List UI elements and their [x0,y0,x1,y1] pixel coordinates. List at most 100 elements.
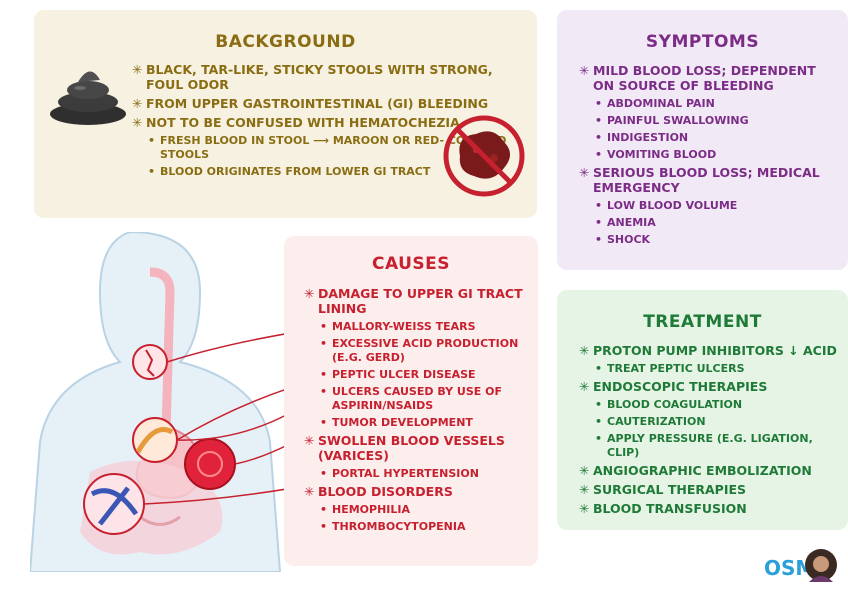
sub-bullet: • BLOOD ORIGINATES from LOWER GI TRACT [132,165,532,179]
sub-bullet: •EXCESSIVE ACID PRODUCTION (e.g. GERD) [304,337,532,365]
bullet-icon: • [595,398,603,411]
sub-bullet: • ULCERS CAUSED by USE of ASPIRIN/NSAIDs [304,385,532,413]
bullet-icon: • [320,320,328,333]
asterisk-icon: ✳ [579,63,590,78]
varices-circle [184,438,236,490]
sub-bullet: • TREAT PEPTIC ULCERS [579,362,844,376]
asterisk-icon: ✳ [579,343,590,358]
sub-bullet-text: CAUTERIZATION [607,415,706,428]
asterisk-icon: ✳ [579,463,590,478]
sub-bullet-text: HEMOPHILIA [332,503,410,516]
bullet-icon: • [320,503,328,516]
sub-bullet-text: THROMBOCYTOPENIA [332,520,466,533]
main-bullet-text: FROM UPPER GASTROINTESTINAL (GI) BLEEDIN… [146,96,489,111]
main-bullet: ✳BLOOD DISORDERS [304,484,532,499]
sub-bullet-text: PORTAL HYPERTENSION [332,467,479,480]
symptoms-list: ✳MILD BLOOD LOSS; DEPENDENT on SOURCE of… [579,63,839,250]
causes-panel: CAUSES ✳DAMAGE to UPPER GI TRACT LINING•… [284,236,538,566]
treatment-title: TREATMENT [643,312,762,332]
ulcer-circle [132,417,178,463]
asterisk-icon: ✳ [579,482,590,497]
main-bullet-text: BLOOD TRANSFUSION [593,501,747,516]
bullet-icon: • [320,416,328,429]
asterisk-icon: ✳ [304,433,315,448]
main-bullet: ✳BLACK, TAR-LIKE, STICKY STOOLS with STR… [132,62,532,92]
asterisk-icon: ✳ [579,379,590,394]
main-bullet-text: ENDOSCOPIC THERAPIES [593,379,768,394]
background-list: ✳BLACK, TAR-LIKE, STICKY STOOLS with STR… [132,62,532,182]
asterisk-icon: ✳ [132,96,143,111]
bullet-icon: • [595,415,603,428]
sub-bullet-text: TUMOR DEVELOPMENT [332,416,473,429]
main-bullet: ✳ENDOSCOPIC THERAPIES [579,379,844,394]
bullet-icon: • [320,368,328,381]
main-bullet-text: MILD BLOOD LOSS; DEPENDENT on SOURCE of … [593,63,816,93]
sub-bullet-text: BLOOD ORIGINATES from LOWER GI TRACT [160,165,431,178]
main-bullet-text: ANGIOGRAPHIC EMBOLIZATION [593,463,812,478]
main-bullet: ✳NOT to be CONFUSED with HEMATOCHEZIA [132,115,532,130]
bullet-icon: • [320,385,328,398]
bullet-icon: • [595,216,603,229]
sub-bullet: • HEMOPHILIA [304,503,532,517]
no-hematochezia-icon [443,115,525,197]
main-bullet-text: SERIOUS BLOOD LOSS; MEDICAL EMERGENCY [593,165,820,195]
bullet-icon: • [148,165,156,178]
sub-bullet: • LOW BLOOD VOLUME [579,199,839,213]
sub-bullet: • INDIGESTION [579,131,839,145]
sub-bullet: •ANEMIA [579,216,839,230]
sub-bullet-text: SHOCK [607,233,651,246]
sub-bullet-text: ULCERS CAUSED by USE of ASPIRIN/NSAIDs [332,385,502,412]
sub-bullet-text: TREAT PEPTIC ULCERS [607,362,745,375]
main-bullet: ✳PROTON PUMP INHIBITORS ↓ ACID [579,343,844,358]
main-bullet: ✳BLOOD TRANSFUSION [579,501,844,516]
bullet-icon: • [595,97,603,110]
main-bullet-text: PROTON PUMP INHIBITORS ↓ ACID [593,343,837,358]
sub-bullet: • CAUTERIZATION [579,415,844,429]
sub-bullet-text: LOW BLOOD VOLUME [607,199,738,212]
main-bullet: ✳FROM UPPER GASTROINTESTINAL (GI) BLEEDI… [132,96,532,111]
treatment-panel: TREATMENT ✳PROTON PUMP INHIBITORS ↓ ACID… [557,290,848,530]
sub-bullet: • PORTAL HYPERTENSION [304,467,532,481]
sub-bullet-text: PAINFUL SWALLOWING [607,114,749,127]
sub-bullet: • ABDOMINAL PAIN [579,97,839,111]
sub-bullet: • THROMBOCYTOPENIA [304,520,532,534]
sub-bullet: •FRESH BLOOD in STOOL ⟶ MAROON or RED- C… [132,134,532,162]
asterisk-icon: ✳ [132,115,143,130]
sub-bullet-text: EXCESSIVE ACID PRODUCTION (e.g. GERD) [332,337,519,364]
sub-bullet-text: BLOOD COAGULATION [607,398,743,411]
bullet-icon: • [595,199,603,212]
upper-gi-anatomy-illustration [30,232,290,572]
main-bullet: ✳DAMAGE to UPPER GI TRACT LINING [304,286,532,316]
asterisk-icon: ✳ [304,286,315,301]
sub-bullet: • TUMOR DEVELOPMENT [304,416,532,430]
sub-bullet-text: ABDOMINAL PAIN [607,97,715,110]
sub-bullet-text: PEPTIC ULCER DISEASE [332,368,476,381]
main-bullet: ✳SERIOUS BLOOD LOSS; MEDICAL EMERGENCY [579,165,839,195]
sub-bullet: • VOMITING BLOOD [579,148,839,162]
black-stool-illustration [50,71,126,125]
bullet-icon: • [320,467,328,480]
bullet-icon: • [595,131,603,144]
sub-bullet-text: INDIGESTION [607,131,689,144]
sub-bullet-text: FRESH BLOOD in STOOL ⟶ MAROON or RED- CO… [160,134,507,161]
main-bullet: ✳ANGIOGRAPHIC EMBOLIZATION [579,463,844,478]
symptoms-panel: SYMPTOMS ✳MILD BLOOD LOSS; DEPENDENT on … [557,10,848,270]
main-bullet-text: DAMAGE to UPPER GI TRACT LINING [318,286,523,316]
asterisk-icon: ✳ [579,165,590,180]
symptoms-title: SYMPTOMS [645,32,760,52]
bullet-icon: • [320,520,328,533]
sub-bullet: •PAINFUL SWALLOWING [579,114,839,128]
bullet-icon: • [595,362,603,375]
sub-bullet-text: MALLORY-WEISS TEARS [332,320,476,333]
main-bullet-text: NOT to be CONFUSED with HEMATOCHEZIA [146,115,460,130]
main-bullet-text: BLACK, TAR-LIKE, STICKY STOOLS with STRO… [146,62,493,92]
main-bullet-text: BLOOD DISORDERS [318,484,453,499]
bullet-icon: • [595,148,603,161]
sub-bullet: • PEPTIC ULCER DISEASE [304,368,532,382]
presenter-avatar [805,549,837,582]
main-bullet: ✳SURGICAL THERAPIES [579,482,844,497]
asterisk-icon: ✳ [579,501,590,516]
sub-bullet-text: VOMITING BLOOD [607,148,717,161]
treatment-list: ✳PROTON PUMP INHIBITORS ↓ ACID•TREAT PEP… [579,343,844,520]
bullet-icon: • [595,233,603,246]
